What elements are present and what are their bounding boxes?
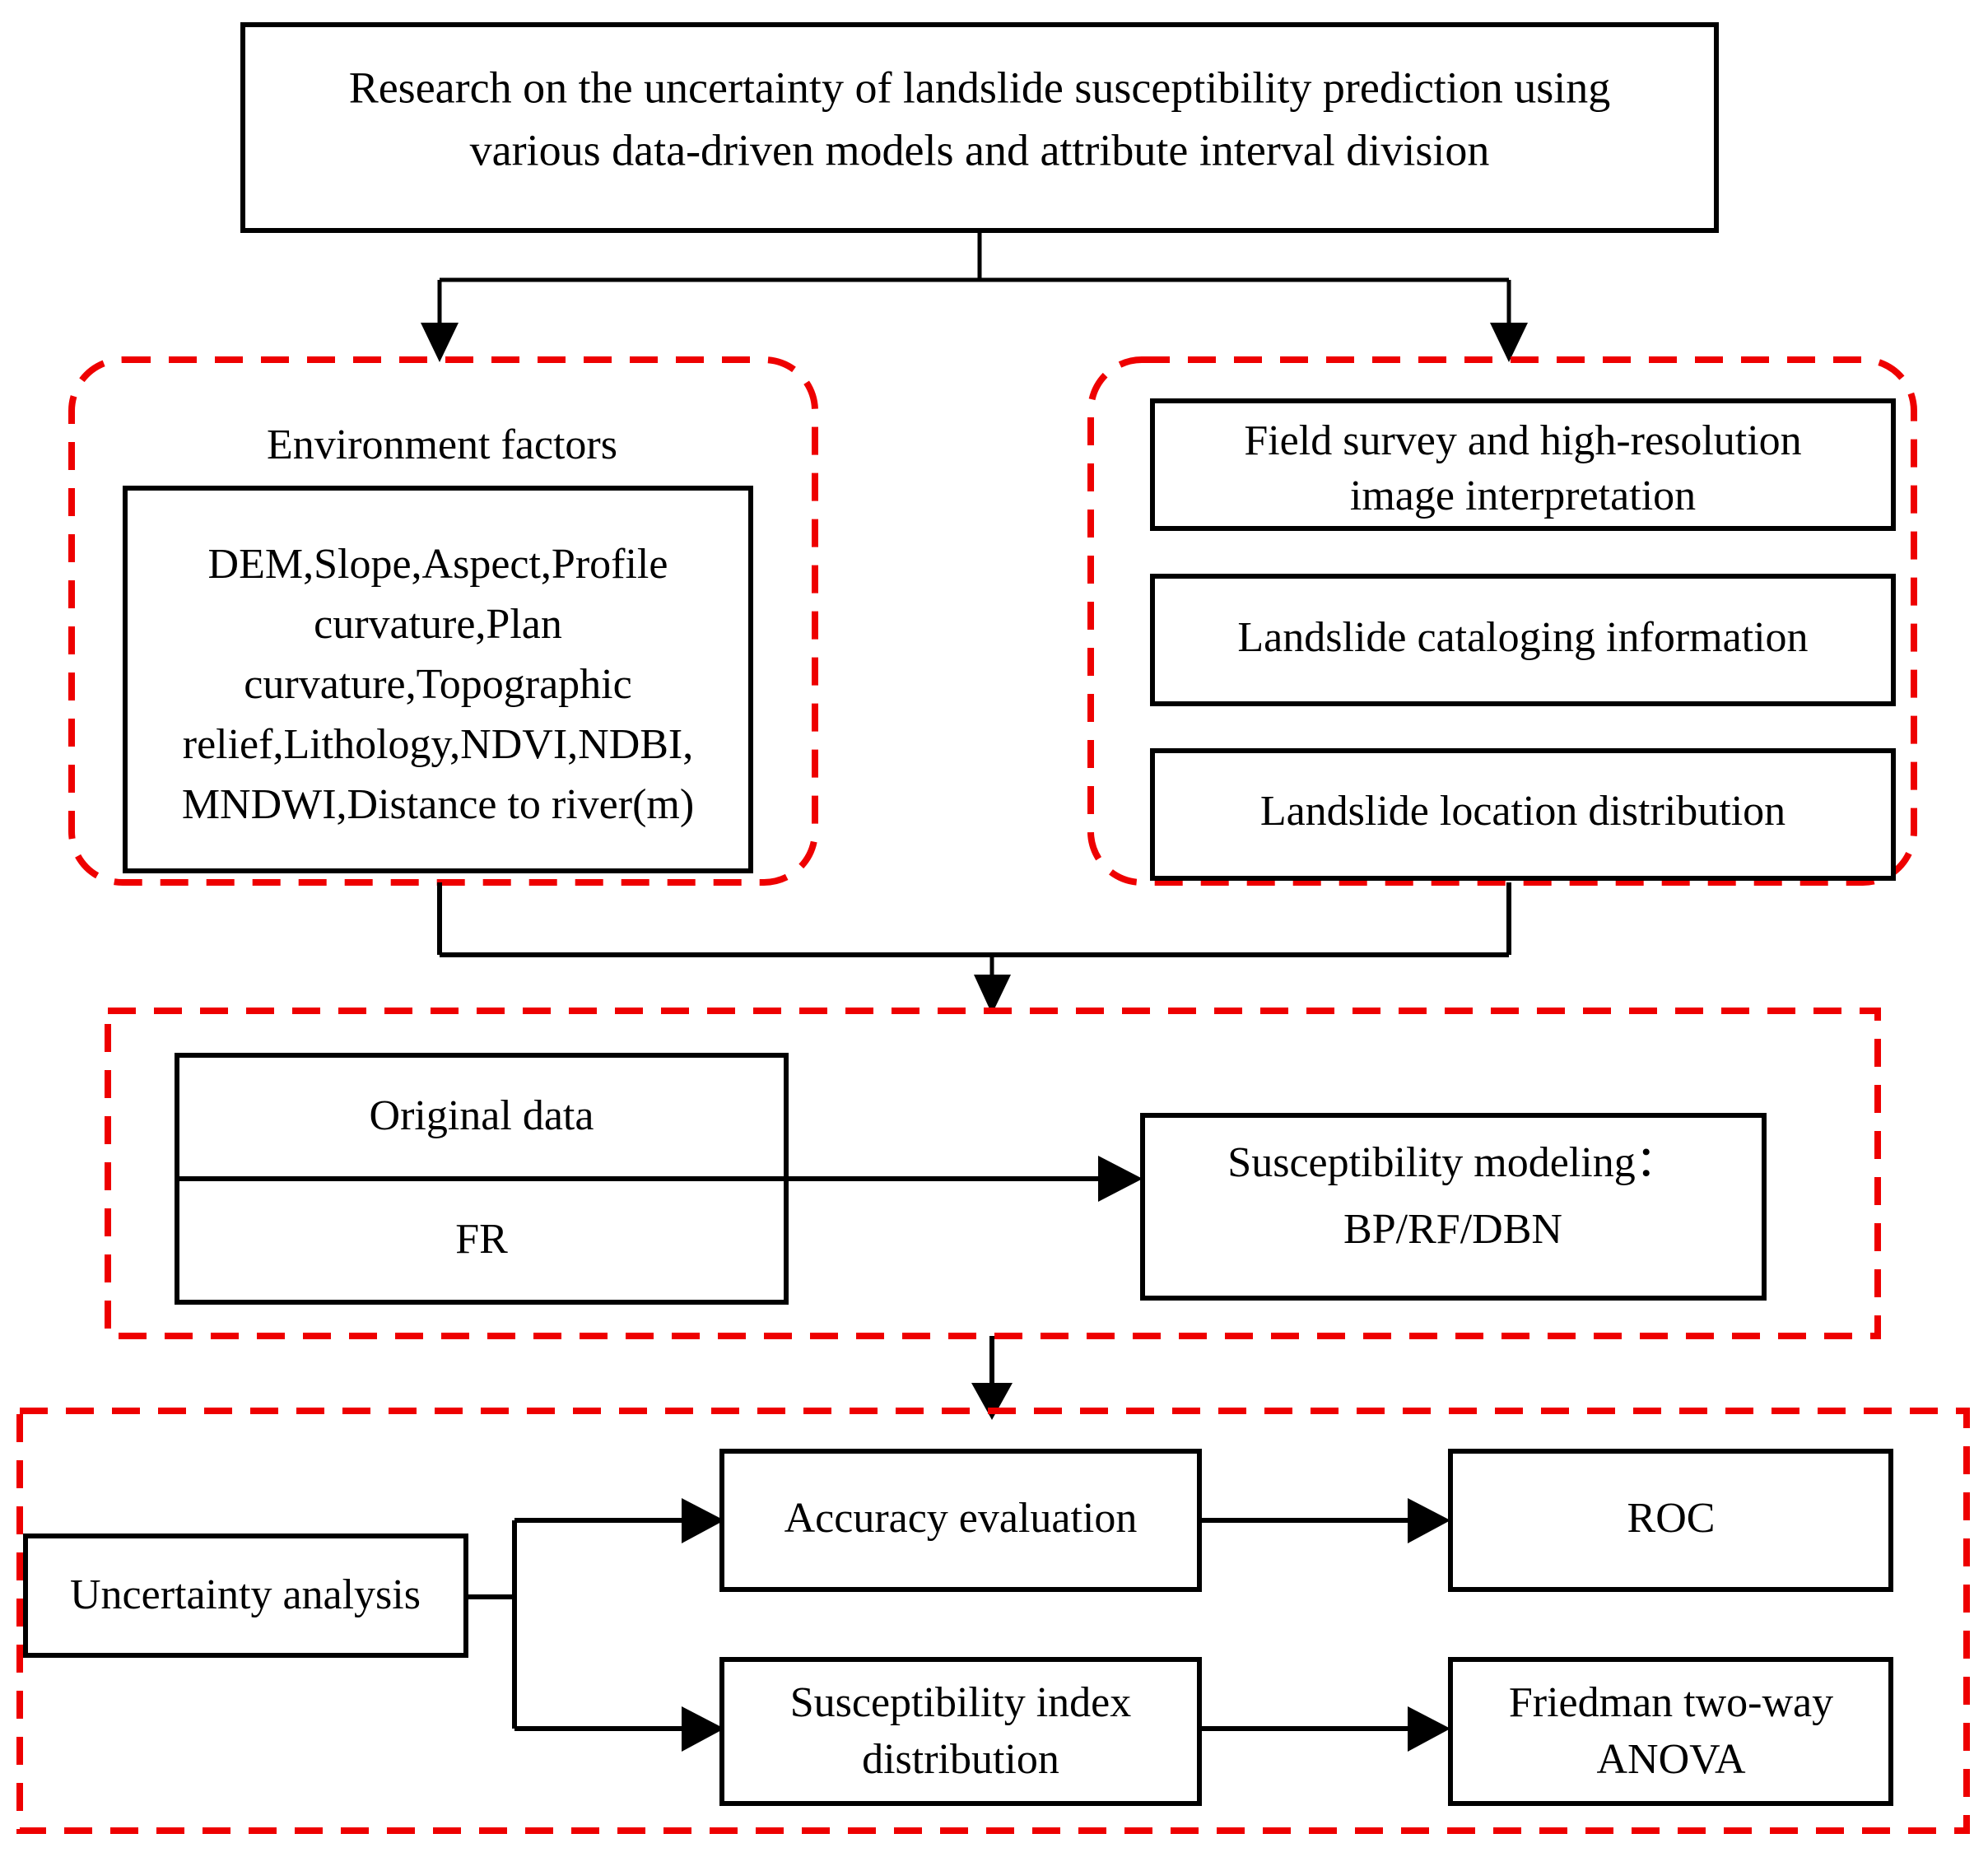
- susceptibility-index-box: [719, 1657, 1202, 1806]
- landslide-location-label: Landslide location distribution: [1260, 788, 1785, 835]
- environment-factors-heading: Environment factors: [267, 421, 617, 468]
- susceptibility-modeling-box: [1140, 1113, 1767, 1301]
- susceptibility-index-line-2: distribution: [862, 1736, 1059, 1783]
- factors-line-1: DEM,Slope,Aspect,Profile: [208, 541, 668, 588]
- accuracy-evaluation-box: [719, 1449, 1202, 1592]
- group-uncertainty-analysis: Uncertainty analysis Accuracy evaluation…: [16, 1408, 1970, 1834]
- group-environment-factors: Environment factors DEM,Slope,Aspect,Pro…: [68, 356, 818, 886]
- title-line-2: various data-driven models and attribute…: [470, 125, 1490, 175]
- friedman-anova-line-1: Friedman two‑way: [1509, 1679, 1833, 1726]
- arrow-head-data-to-model: [1098, 1156, 1143, 1202]
- susceptibility-index-line-1: Susceptibility index: [790, 1679, 1132, 1726]
- arrow-head-right-group: [1490, 323, 1528, 362]
- uncertainty-analysis-label: Uncertainty analysis: [70, 1571, 421, 1618]
- arrow-head-to-accuracy: [682, 1498, 724, 1543]
- susceptibility-modeling-line-1: Susceptibility modeling：: [1227, 1139, 1678, 1186]
- connector-uncertainty-branch: [466, 1498, 724, 1752]
- arrow-head-to-index: [682, 1706, 724, 1752]
- factors-line-4: relief,Lithology,NDVI,NDBI,: [183, 721, 694, 768]
- title-box: Research on the uncertainty of landslide…: [240, 22, 1719, 233]
- field-survey-line-1: Field survey and high-resolution: [1244, 417, 1801, 464]
- title-line-1: Research on the uncertainty of landslide…: [349, 63, 1611, 112]
- connector-modeling-to-uncertainty: [971, 1336, 1013, 1420]
- roc-box: [1448, 1449, 1893, 1592]
- field-survey-box: [1150, 398, 1896, 531]
- susceptibility-modeling-line-2: BP/RF/DBN: [1343, 1206, 1562, 1253]
- environment-factors-box: [123, 486, 753, 873]
- connector-groups-to-modeling: [437, 882, 1511, 1014]
- connector-title-to-groups: [421, 230, 1528, 362]
- landslide-cataloging-label: Landslide cataloging information: [1237, 614, 1808, 661]
- original-data-label: Original data: [370, 1092, 594, 1139]
- friedman-anova-line-2: ANOVA: [1596, 1736, 1746, 1783]
- fr-label: FR: [455, 1216, 508, 1263]
- arrow-head-to-roc: [1408, 1498, 1450, 1543]
- factors-line-3: curvature,Topographic: [244, 661, 631, 708]
- field-survey-line-2: image interpretation: [1350, 472, 1696, 519]
- accuracy-evaluation-label: Accuracy evaluation: [784, 1495, 1138, 1542]
- landslide-cataloging-box: [1150, 574, 1896, 706]
- arrow-head-to-modeling: [974, 975, 1011, 1014]
- group-modeling: Original data FR Susceptibility modeling…: [105, 1008, 1881, 1339]
- arrow-head-to-anova: [1408, 1706, 1450, 1752]
- arrow-head-to-uncertainty: [971, 1383, 1013, 1420]
- friedman-anova-box: [1448, 1657, 1893, 1806]
- factors-line-2: curvature,Plan: [314, 601, 562, 648]
- arrow-head-left-group: [421, 323, 459, 362]
- uncertainty-analysis-box: [23, 1534, 468, 1658]
- roc-label: ROC: [1627, 1495, 1716, 1542]
- factors-line-5: MNDWI,Distance to river(m): [182, 781, 694, 828]
- group-landslide-inventory: Field survey and high-resolution image i…: [1087, 356, 1917, 886]
- landslide-location-box: [1150, 748, 1896, 881]
